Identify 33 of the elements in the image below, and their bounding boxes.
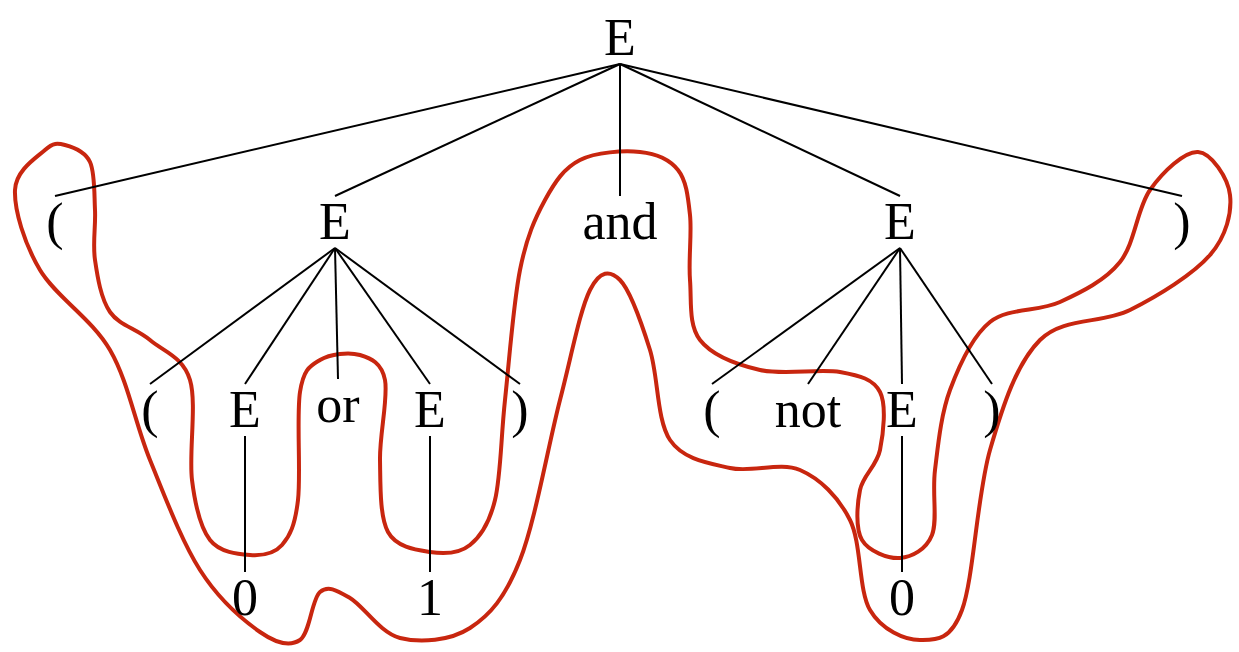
- tree-edge: [334, 247, 431, 385]
- tree-symbol: 1: [417, 569, 443, 626]
- tree-symbol: (: [141, 381, 159, 438]
- tree-symbol: or: [316, 376, 360, 433]
- tree-edge: [619, 63, 901, 197]
- tree-edge: [334, 247, 339, 380]
- tree-symbol: (: [46, 193, 64, 250]
- tree-symbol: E: [604, 9, 636, 66]
- tree-symbol: not: [774, 381, 842, 438]
- tree-symbol: E: [229, 381, 261, 438]
- tree-edge: [334, 247, 521, 385]
- tree-symbol: E: [886, 381, 918, 438]
- tree-edge: [334, 63, 621, 197]
- tree-edge: [619, 63, 1183, 197]
- tree-symbol: E: [414, 381, 446, 438]
- tree-edge: [429, 435, 431, 573]
- tree-symbol: E: [884, 193, 916, 250]
- tree-symbol: and: [582, 193, 658, 250]
- tree-edge: [711, 247, 901, 385]
- tree-edge: [54, 63, 621, 197]
- tree-symbol: 0: [232, 569, 258, 626]
- tree-symbol: ): [511, 381, 529, 438]
- tree-symbol: ): [983, 381, 1001, 438]
- tree-symbol: ): [1173, 193, 1191, 250]
- tree-symbol: E: [319, 193, 351, 250]
- tree-symbol: (: [703, 381, 721, 438]
- tree-symbol: 0: [889, 569, 915, 626]
- tree-edge: [899, 247, 903, 385]
- tree-edge: [149, 247, 336, 385]
- tree-edge: [619, 63, 621, 197]
- tree-edge: [807, 247, 901, 385]
- tree-edge: [899, 247, 993, 385]
- tree-edge: [244, 247, 336, 385]
